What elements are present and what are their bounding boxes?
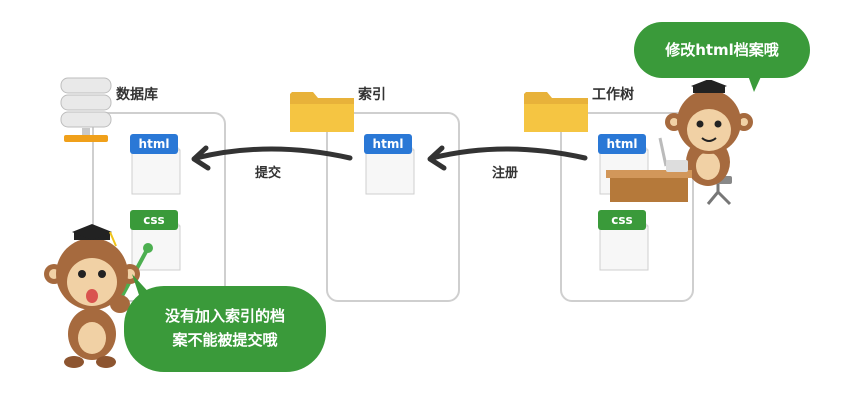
worktree-css-file: css xyxy=(598,210,650,272)
top-right-speech-bubble: 修改html档案哦 xyxy=(634,22,810,78)
commit-arrow xyxy=(193,146,353,161)
register-arrow xyxy=(429,146,588,161)
worktree-folder-icon xyxy=(524,92,588,132)
database-icon xyxy=(60,77,112,142)
index-html-file: html xyxy=(364,134,416,196)
index-folder-icon xyxy=(290,92,354,132)
top-right-bubble-tail xyxy=(746,70,764,92)
commit-label: 提交 xyxy=(255,166,282,181)
bubble-text-line-1: 没有加入索引的档 xyxy=(164,307,285,325)
bubble-text-line-2: 案不能被提交哦 xyxy=(172,331,278,349)
register-label: 注册 xyxy=(492,166,519,181)
css-tag: css xyxy=(130,210,178,230)
bubble-text: 修改html档案哦 xyxy=(665,41,779,59)
register-arrow-head xyxy=(427,145,447,171)
bottom-left-speech-bubble: 没有加入索引的档 案不能被提交哦 xyxy=(124,286,326,372)
html-tag: html xyxy=(364,134,412,154)
repository-label: 数据库 xyxy=(116,87,158,103)
css-tag: css xyxy=(598,210,646,230)
repository-html-file: html xyxy=(130,134,182,196)
bottom-left-bubble-tail xyxy=(132,274,154,298)
index-label: 索引 xyxy=(358,87,386,103)
monkey-desk-icon xyxy=(606,80,753,206)
html-tag: html xyxy=(130,134,178,154)
html-tag: html xyxy=(598,134,646,154)
commit-arrow-head xyxy=(191,145,211,171)
monkey-pointer-icon xyxy=(44,224,153,368)
worktree-label: 工作树 xyxy=(592,87,634,103)
